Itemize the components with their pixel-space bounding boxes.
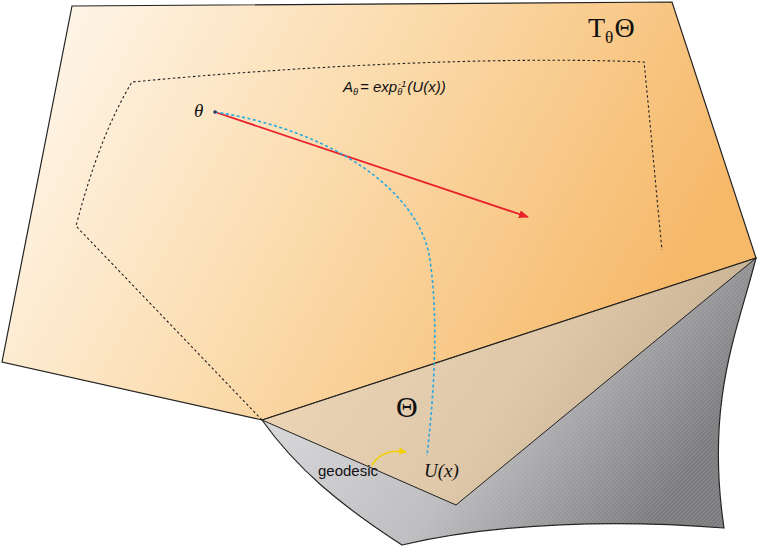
label-text: Θ xyxy=(614,12,634,43)
log-map-formula: Aθ= expθ-1(U(x)) xyxy=(343,78,446,97)
label-text: θ xyxy=(194,100,203,121)
label-text: = exp xyxy=(360,78,397,95)
label-text: geodesic xyxy=(318,462,378,479)
label-text: Θ xyxy=(396,390,418,423)
tangent-space-label: TθΘ xyxy=(588,12,635,48)
label-text: (U(x)) xyxy=(407,78,445,95)
script-text: θ xyxy=(353,87,358,97)
script-text: -1 xyxy=(398,79,406,89)
label-text: T xyxy=(588,12,605,43)
point-label: θ xyxy=(194,100,203,122)
geodesic-label: geodesic xyxy=(318,462,378,479)
script-text: θ xyxy=(605,28,613,47)
manifold-label: Θ xyxy=(396,390,418,424)
mapped-point-label: U(x) xyxy=(424,460,459,482)
label-text: A xyxy=(343,78,353,95)
label-text: U(x) xyxy=(424,460,459,481)
